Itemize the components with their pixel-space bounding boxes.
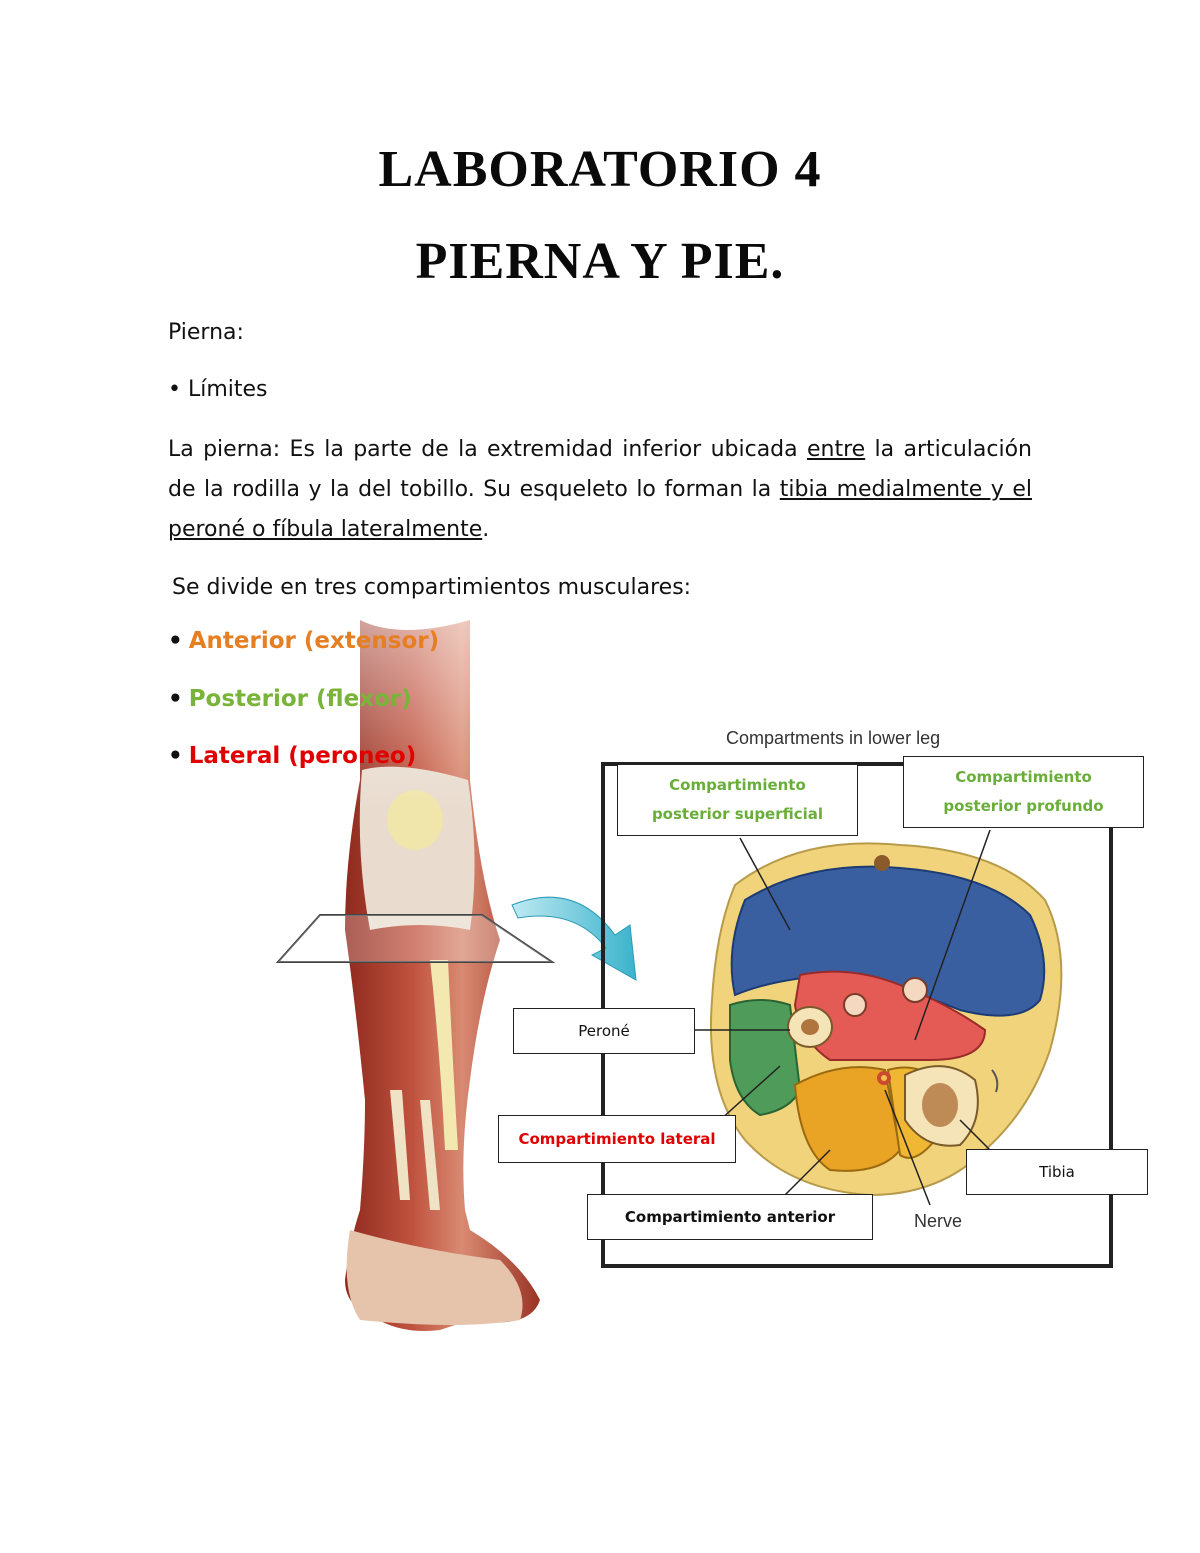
cross-section <box>711 843 1061 1195</box>
nerve-label: Nerve <box>914 1211 962 1232</box>
label-posterior-profundo: Compartimiento posterior profundo <box>903 756 1144 828</box>
compartment-lateral-label: Lateral (peroneo) <box>189 743 417 769</box>
bullet-dot: • <box>168 743 183 769</box>
compartment-posterior: •Posterior (flexor) <box>168 686 412 712</box>
label-tibia: Tibia <box>966 1149 1148 1195</box>
diagram-title: Compartments in lower leg <box>726 728 940 749</box>
bullet-dot: • <box>168 628 183 654</box>
compartment-lateral: •Lateral (peroneo) <box>168 743 416 769</box>
direction-arrow <box>512 897 636 980</box>
label-posterior-superficial: Compartimiento posterior superficial <box>617 764 858 836</box>
label-perone: Peroné <box>513 1008 695 1054</box>
label-compartimiento-anterior: Compartimiento anterior <box>587 1194 873 1240</box>
compartment-posterior-label: Posterior (flexor) <box>189 686 412 712</box>
label-compartimiento-lateral: Compartimiento lateral <box>498 1115 736 1163</box>
compartment-anterior: •Anterior (extensor) <box>168 628 439 654</box>
compartment-anterior-label: Anterior (extensor) <box>189 628 439 654</box>
bullet-dot: • <box>168 686 183 712</box>
leg-illustration <box>278 620 552 1331</box>
